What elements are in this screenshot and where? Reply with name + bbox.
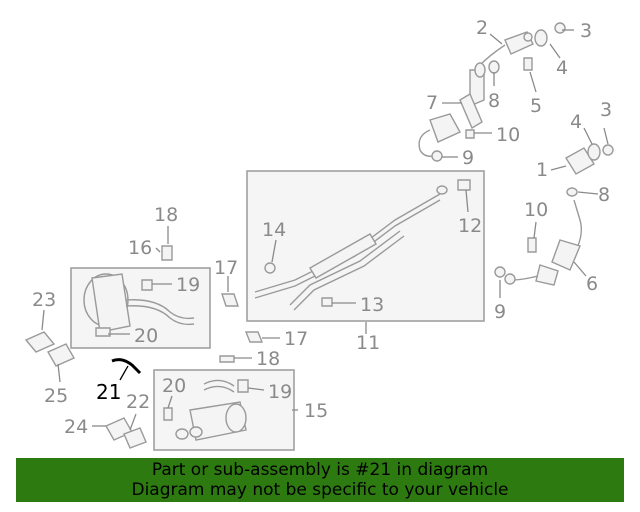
banner-line-1: Part or sub-assembly is #21 in diagram bbox=[151, 460, 489, 480]
callout-19b: 19 bbox=[268, 381, 292, 403]
callout-17a: 17 bbox=[214, 257, 238, 279]
callout-2: 2 bbox=[476, 17, 488, 39]
left-muffler bbox=[83, 273, 195, 337]
callout-15: 15 bbox=[304, 400, 328, 422]
part-21-highlighted[interactable] bbox=[111, 358, 142, 375]
banner-line-2: Diagram may not be specific to your vehi… bbox=[131, 480, 509, 500]
callout-16: 16 bbox=[128, 237, 152, 259]
callout-8b: 8 bbox=[598, 184, 610, 206]
loose-parts bbox=[24, 245, 264, 449]
callout-17b: 17 bbox=[284, 328, 308, 350]
callout-12: 12 bbox=[458, 215, 482, 237]
callout-10a: 10 bbox=[496, 124, 520, 146]
callout-24: 24 bbox=[64, 416, 88, 438]
callout-1: 1 bbox=[536, 159, 548, 181]
callout-23: 23 bbox=[32, 289, 56, 311]
callout-18b: 18 bbox=[256, 348, 280, 370]
callout-20a: 20 bbox=[134, 325, 158, 347]
front-pipe-left-assembly bbox=[418, 22, 566, 162]
callout-21-highlighted[interactable]: 21 bbox=[96, 380, 121, 404]
callout-9b: 9 bbox=[494, 301, 506, 323]
callout-3b: 3 bbox=[600, 99, 612, 121]
exhaust-parts-diagram: 2 3 4 5 7 8 10 9 1 3 4 8 10 6 9 12 14 13… bbox=[24, 17, 614, 451]
right-muffler bbox=[163, 379, 249, 441]
callout-18a: 18 bbox=[154, 204, 178, 226]
callout-5: 5 bbox=[530, 95, 542, 117]
callout-8a: 8 bbox=[488, 90, 500, 112]
callout-14: 14 bbox=[262, 219, 286, 241]
notice-banner: Part or sub-assembly is #21 in diagram D… bbox=[16, 458, 624, 502]
callout-9a: 9 bbox=[462, 147, 474, 169]
callout-6: 6 bbox=[586, 273, 598, 295]
callout-19a: 19 bbox=[176, 274, 200, 296]
front-pipe-right-assembly bbox=[494, 143, 614, 286]
callout-4b: 4 bbox=[570, 111, 582, 133]
leader-lines bbox=[41, 29, 609, 431]
callout-7: 7 bbox=[426, 92, 438, 114]
callout-10b: 10 bbox=[524, 199, 548, 221]
callout-13: 13 bbox=[360, 294, 384, 316]
intermediate-pipe bbox=[254, 179, 471, 311]
callout-11: 11 bbox=[356, 332, 380, 354]
callout-22: 22 bbox=[126, 391, 150, 413]
callout-4a: 4 bbox=[556, 57, 568, 79]
callout-25: 25 bbox=[44, 385, 68, 407]
callout-20b: 20 bbox=[162, 375, 186, 397]
callout-3a: 3 bbox=[580, 20, 592, 42]
callout-labels: 2 3 4 5 7 8 10 9 1 3 4 8 10 6 9 12 14 13… bbox=[32, 17, 612, 438]
